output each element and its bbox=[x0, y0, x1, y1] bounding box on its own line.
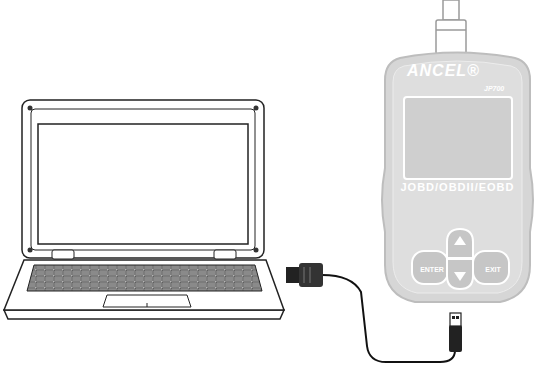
obd-cable bbox=[436, 0, 466, 54]
brand-logo: ANCEL® bbox=[407, 63, 480, 79]
scanner-screen bbox=[404, 97, 512, 179]
arrow-buttons bbox=[447, 229, 473, 289]
scanner-outline bbox=[380, 50, 535, 305]
exit-button: EXIT bbox=[472, 250, 510, 285]
protocol-label: JOBD/OBDII/EOBD bbox=[380, 182, 535, 193]
laptop bbox=[4, 100, 284, 319]
button-label: EXIT bbox=[474, 266, 512, 273]
scanner-body: ENTER EXIT ANCEL® JP700JOBD/OBDII/EOBD bbox=[380, 50, 535, 305]
button-label: ENTER bbox=[413, 266, 451, 273]
model-number: JP700 bbox=[484, 85, 504, 92]
enter-button: ENTER bbox=[411, 250, 449, 285]
